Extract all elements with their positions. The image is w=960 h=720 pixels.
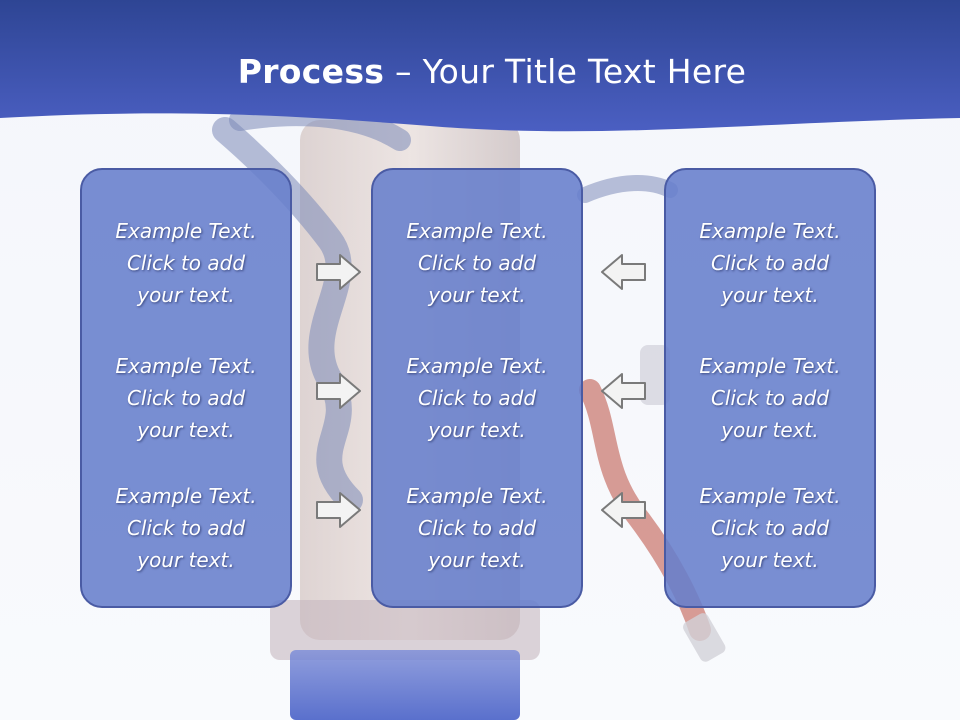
title-bold: Process [237,52,385,91]
right-arrow-icon [316,492,361,528]
left-arrow-icon [601,373,646,409]
panel-text-block[interactable]: Example Text. Click to add your text. [699,219,841,307]
left-arrow-icon [601,254,646,290]
title-rest: – Your Title Text Here [384,52,747,91]
left-arrow-icon [601,492,646,528]
panel-text-block[interactable]: Example Text. Click to add your text. [699,484,841,572]
panel-text-block[interactable]: Example Text. Click to add your text. [406,219,548,307]
panel-text-block[interactable]: Example Text. Click to add your text. [115,484,257,572]
right-arrow-icon [316,373,361,409]
panel-text-block[interactable]: Example Text. Click to add your text. [115,219,257,307]
panel-text-block[interactable]: Example Text. Click to add your text. [406,484,548,572]
page-title: Process – Your Title Text Here [0,52,960,91]
panel-text-block[interactable]: Example Text. Click to add your text. [699,354,841,442]
right-arrow-icon [316,254,361,290]
process-panel-center[interactable]: Example Text. Click to add your text. Ex… [371,168,583,608]
process-panel-left[interactable]: Example Text. Click to add your text. Ex… [80,168,292,608]
process-panel-right[interactable]: Example Text. Click to add your text. Ex… [664,168,876,608]
panel-text-block[interactable]: Example Text. Click to add your text. [406,354,548,442]
panel-text-block[interactable]: Example Text. Click to add your text. [115,354,257,442]
header-band [0,0,960,132]
